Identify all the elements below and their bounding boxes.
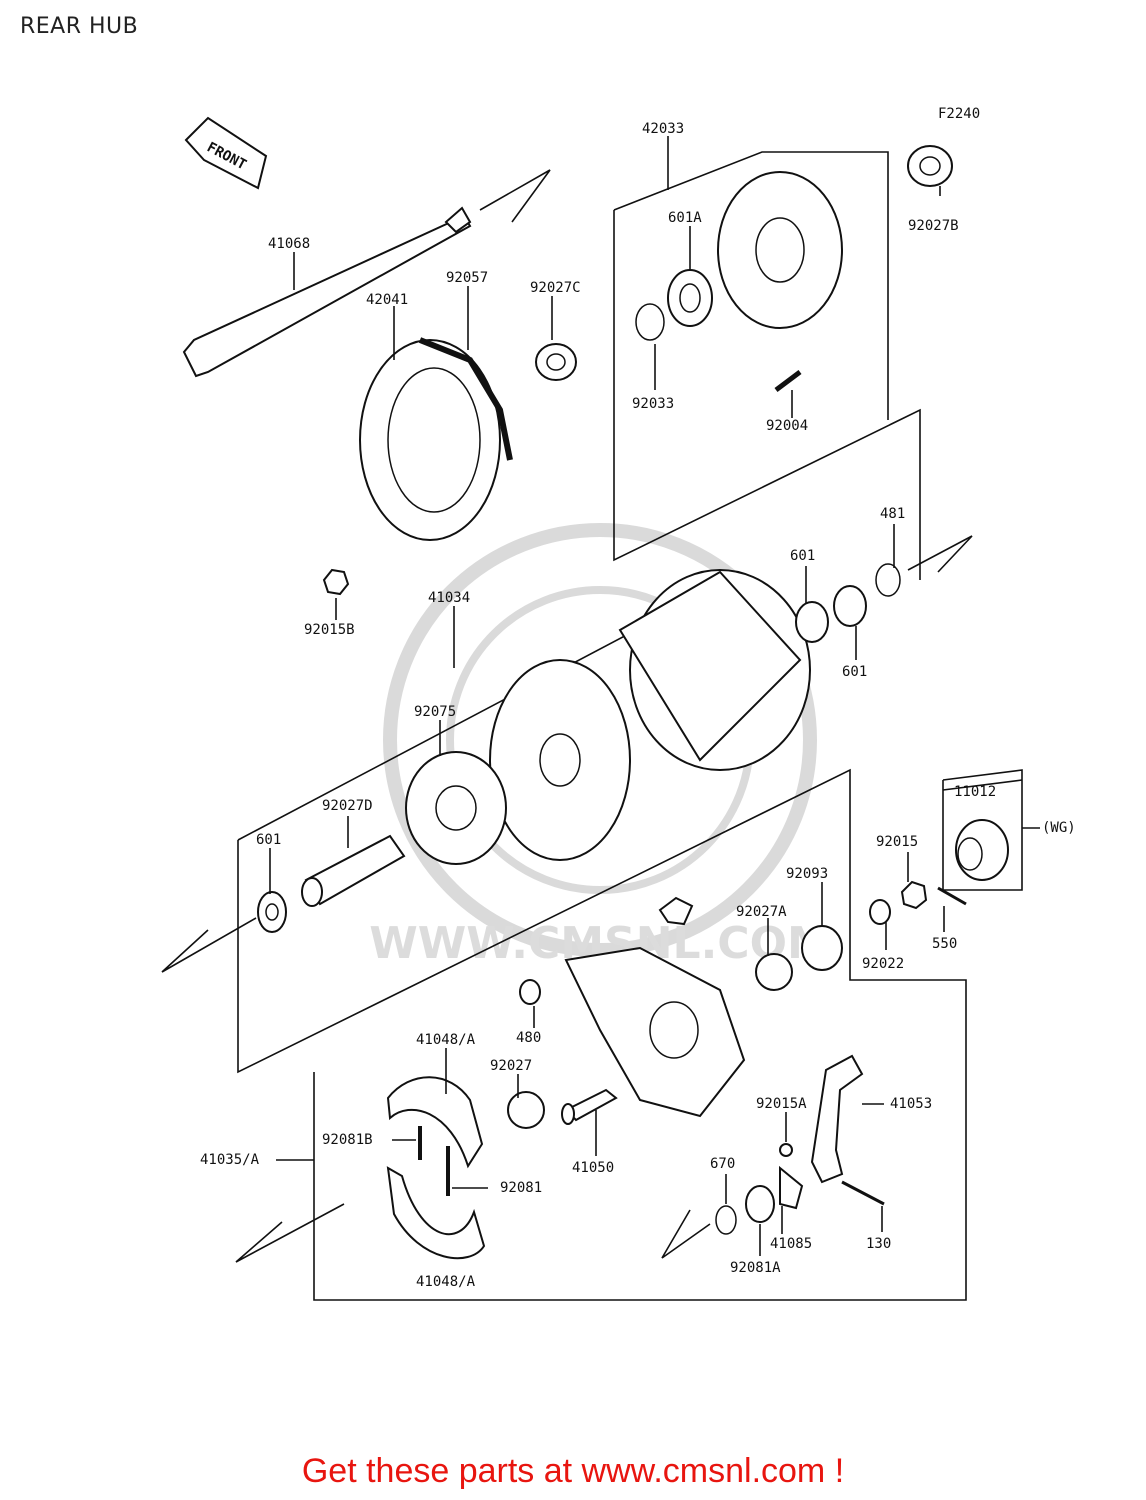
collar-92027b bbox=[907, 145, 953, 187]
part-label-41085: 41085 bbox=[770, 1236, 812, 1252]
part-label-92015b: 92015B bbox=[304, 622, 355, 638]
part-label-92022: 92022 bbox=[862, 956, 904, 972]
group-frames bbox=[237, 151, 1023, 1301]
part-label-41035a: 41035/A bbox=[200, 1152, 260, 1168]
part-label-41053: 41053 bbox=[890, 1096, 932, 1112]
collar-92027a bbox=[755, 953, 793, 991]
bearing-601-left bbox=[257, 891, 287, 933]
exploded-parts-diagram: WWW.CMSNL.COM F2240 FRONT bbox=[161, 106, 1076, 1301]
part-label-601-upper: 601 bbox=[790, 548, 815, 564]
part-label-41068: 41068 bbox=[268, 236, 310, 252]
part-label-92015: 92015 bbox=[876, 834, 918, 850]
part-label-92027d: 92027D bbox=[322, 798, 373, 814]
part-label-92093: 92093 bbox=[786, 866, 828, 882]
collar-92093 bbox=[801, 925, 843, 971]
part-label-480: 480 bbox=[516, 1030, 541, 1046]
seal-480 bbox=[519, 979, 541, 1005]
part-label-92015a: 92015A bbox=[756, 1096, 807, 1112]
brake-shoe-bottom bbox=[386, 1166, 486, 1260]
part-label-601-left: 601 bbox=[256, 832, 281, 848]
collar-92027 bbox=[507, 1091, 545, 1129]
spacer-92027d bbox=[301, 834, 406, 907]
pin-550 bbox=[937, 886, 967, 906]
front-direction-arrow: FRONT bbox=[184, 116, 268, 190]
stud-92004 bbox=[774, 370, 802, 392]
part-label-670: 670 bbox=[710, 1156, 735, 1172]
oring-670 bbox=[715, 1205, 737, 1235]
part-label-92081a: 92081A bbox=[730, 1260, 781, 1276]
leader-lines bbox=[269, 136, 1040, 1256]
washer-92022 bbox=[869, 899, 891, 925]
wheel-hub-41034 bbox=[489, 569, 811, 861]
part-label-92027b: 92027B bbox=[908, 218, 959, 234]
part-label-130: 130 bbox=[866, 1236, 891, 1252]
bushing-11012 bbox=[955, 819, 1009, 881]
part-label-92004: 92004 bbox=[766, 418, 808, 434]
part-label-41048a-bottom: 41048/A bbox=[416, 1274, 476, 1290]
part-label-481: 481 bbox=[880, 506, 905, 522]
part-label-601-lower: 601 bbox=[842, 664, 867, 680]
bearings-601 bbox=[795, 585, 867, 643]
part-label-92081: 92081 bbox=[500, 1180, 542, 1196]
axle-41068 bbox=[182, 169, 551, 378]
part-label-601a: 601A bbox=[668, 210, 702, 226]
brake-shoe-top bbox=[386, 1076, 484, 1169]
nut-92015a bbox=[779, 1143, 793, 1157]
cam-41050 bbox=[561, 1088, 618, 1125]
part-label-92027: 92027 bbox=[490, 1058, 532, 1074]
brake-lever-41053 bbox=[810, 1054, 864, 1184]
page-title: REAR HUB bbox=[20, 14, 139, 39]
part-label-92027c: 92027C bbox=[530, 280, 581, 296]
brake-panel bbox=[564, 946, 746, 1118]
spring-92081a bbox=[745, 1185, 775, 1223]
part-label-42041: 42041 bbox=[366, 292, 408, 308]
circlip-481 bbox=[875, 563, 901, 597]
part-label-92027a: 92027A bbox=[736, 904, 787, 920]
sprocket-hub-42033 bbox=[717, 171, 843, 329]
part-label-41048a-top: 41048/A bbox=[416, 1032, 476, 1048]
sprocket-42041 bbox=[359, 339, 501, 541]
watermark-logo: WWW.CMSNL.COM bbox=[369, 523, 831, 969]
indicator-41085 bbox=[779, 1165, 804, 1210]
bolt-130 bbox=[841, 1180, 885, 1206]
nut-92015 bbox=[900, 880, 928, 910]
collar-92027c bbox=[535, 343, 577, 381]
part-label-42033: 42033 bbox=[642, 121, 684, 137]
part-label-wg: (WG) bbox=[1042, 820, 1076, 836]
chain-92057 bbox=[418, 337, 513, 461]
part-label-92033: 92033 bbox=[632, 396, 674, 412]
bearing-601a bbox=[667, 269, 713, 327]
part-label-41034: 41034 bbox=[428, 590, 470, 606]
part-labels: 41068 42041 92057 92027C 42033 601A 9202… bbox=[200, 121, 1076, 1290]
part-label-92081b: 92081B bbox=[322, 1132, 373, 1148]
part-label-41050: 41050 bbox=[572, 1160, 614, 1176]
part-label-92057: 92057 bbox=[446, 270, 488, 286]
part-label-550: 550 bbox=[932, 936, 957, 952]
part-label-92075: 92075 bbox=[414, 704, 456, 720]
nut-92015b bbox=[322, 568, 350, 596]
parts-store-link[interactable]: Get these parts at www.cmsnl.com ! bbox=[301, 1452, 845, 1490]
figure-code: F2240 bbox=[938, 106, 980, 122]
circlip-92033 bbox=[635, 303, 665, 341]
damper-92075 bbox=[405, 751, 507, 865]
part-label-11012: 11012 bbox=[954, 784, 996, 800]
bolt-top bbox=[658, 896, 694, 926]
